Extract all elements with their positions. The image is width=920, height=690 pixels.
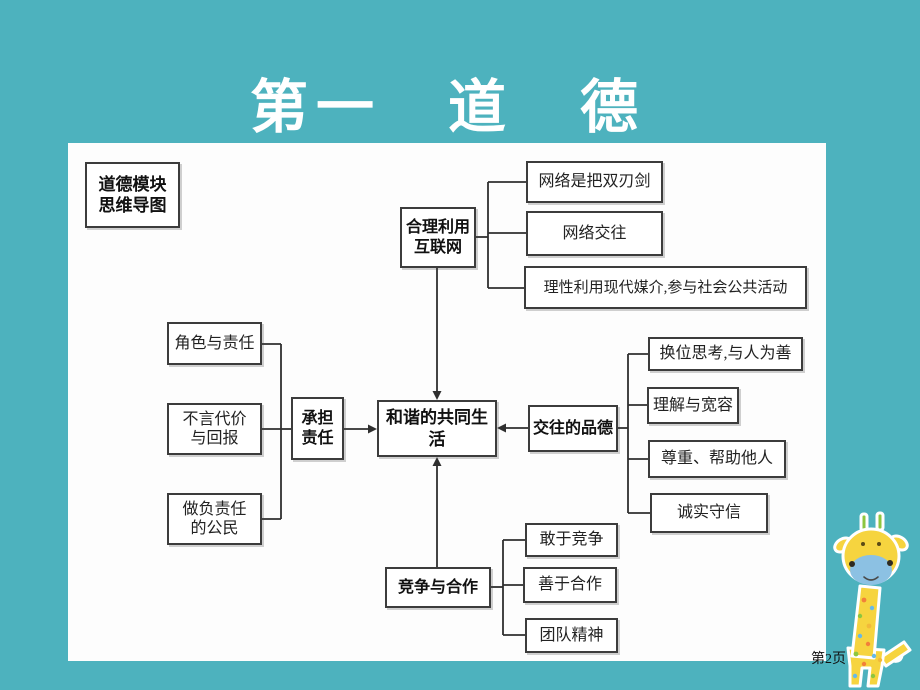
node-virtue-child-1: 理解与宽容 bbox=[647, 387, 739, 424]
giraffe-icon bbox=[833, 511, 912, 688]
page-number: 第2页 bbox=[811, 652, 846, 667]
node-duty-child-1: 不言代价 与回报 bbox=[167, 403, 262, 455]
node-compete-child-2: 团队精神 bbox=[525, 618, 618, 653]
giraffe-face bbox=[849, 542, 893, 585]
node-virtue-child-2: 尊重、帮助他人 bbox=[648, 440, 786, 478]
node-compete-child-1: 善于合作 bbox=[523, 567, 617, 603]
node-legend: 道德模块 思维导图 bbox=[85, 162, 180, 228]
node-virtue-child-0: 换位思考,与人为善 bbox=[648, 337, 803, 371]
node-compete-child-0: 敢于竞争 bbox=[525, 523, 618, 557]
node-duty-child-0: 角色与责任 bbox=[167, 322, 262, 365]
node-internet: 合理利用 互联网 bbox=[400, 207, 476, 268]
node-internet-child-1: 网络交往 bbox=[526, 211, 663, 256]
node-internet-child-0: 网络是把双刃剑 bbox=[526, 161, 663, 203]
node-duty: 承担 责任 bbox=[291, 397, 344, 460]
node-compete: 竞争与合作 bbox=[385, 567, 491, 608]
node-virtue-child-3: 诚实守信 bbox=[650, 493, 768, 533]
node-virtue: 交往的品德 bbox=[528, 405, 618, 452]
page-title: 第一 道 德 bbox=[250, 75, 647, 140]
giraffe-spots bbox=[852, 597, 883, 679]
node-duty-child-2: 做负责任 的公民 bbox=[167, 493, 262, 545]
node-internet-child-2: 理性利用现代媒介,参与社会公共活动 bbox=[524, 266, 807, 309]
node-center: 和谐的共同生活 bbox=[377, 400, 497, 457]
